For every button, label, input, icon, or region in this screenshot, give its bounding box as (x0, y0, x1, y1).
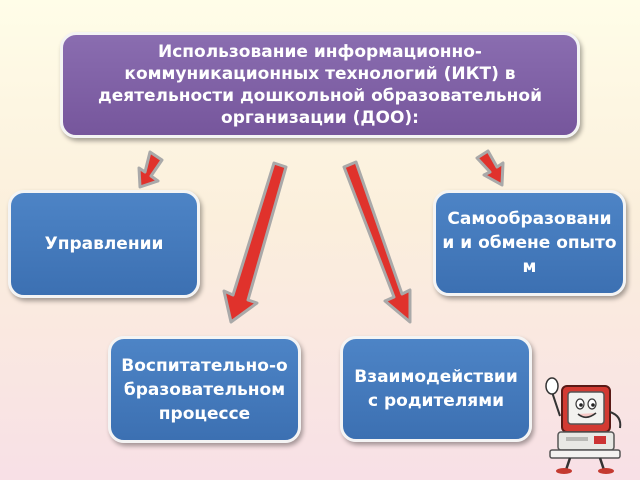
parents-label: Взаимодействии с родителями (354, 367, 518, 411)
arrow-to-parents (342, 160, 412, 324)
arrow-to-self-education (475, 149, 505, 187)
title-box: Использование информационно-коммуникацио… (60, 32, 580, 138)
title-text: Использование информационно-коммуникацио… (98, 42, 542, 128)
arrow-to-management (137, 150, 164, 189)
management-box: Управлении (8, 190, 200, 298)
self-education-label: Самообразовании и обмене опытом (442, 209, 617, 277)
management-label: Управлении (44, 234, 164, 254)
educational-process-box: Воспитательно-образовательном процессе (108, 336, 301, 443)
cartoon-computer-character-icon (545, 377, 622, 474)
self-education-box: Самообразовании и обмене опытом (433, 190, 626, 296)
parents-box: Взаимодействии с родителями (340, 336, 532, 442)
educational-process-label: Воспитательно-образовательном процессе (121, 355, 288, 424)
arrow-to-educational-process (222, 161, 288, 324)
